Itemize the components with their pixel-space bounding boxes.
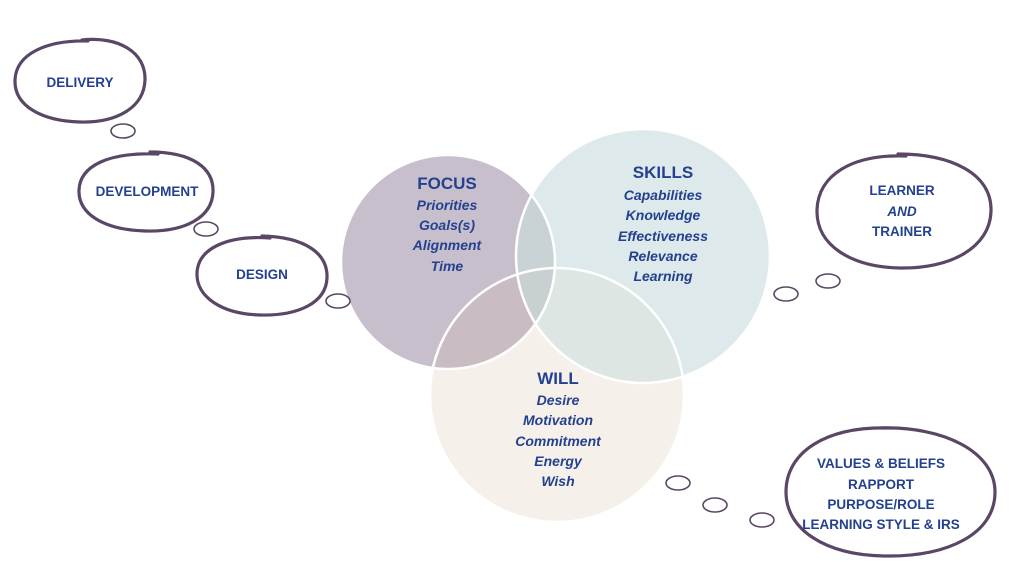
will-title: WILL: [537, 369, 579, 388]
learner-trainer-bubble: [815, 152, 993, 270]
learning-style-label: LEARNING STYLE & IRS: [802, 517, 960, 532]
values-trail-bubble-3: [749, 512, 775, 528]
development-trail-bubble: [193, 221, 219, 237]
skills-title: SKILLS: [633, 163, 693, 182]
values-bubble: [784, 426, 997, 558]
trainer-label: TRAINER: [872, 224, 932, 239]
design-trail-bubble: [325, 293, 351, 309]
focus-item-goals: Goals(s): [419, 217, 475, 233]
learner-trail-bubble-1: [773, 286, 799, 302]
and-label: AND: [886, 204, 916, 219]
delivery-trail-bubble: [110, 123, 136, 139]
purpose-role-label: PURPOSE/ROLE: [827, 497, 934, 512]
focus-will-overlap: [430, 268, 555, 369]
will-item-commitment: Commitment: [515, 433, 602, 449]
development-label: DEVELOPMENT: [96, 184, 200, 199]
skills-will-overlap: [516, 268, 684, 383]
will-item-motivation: Motivation: [523, 412, 593, 428]
focus-title: FOCUS: [417, 174, 477, 193]
skills-item-knowledge: Knowledge: [626, 207, 701, 223]
delivery-bubble: [13, 37, 147, 124]
will-circle-border: [428, 266, 686, 524]
skills-item-learning: Learning: [633, 268, 693, 284]
development-bubble: [77, 150, 215, 233]
delivery-label: DELIVERY: [46, 75, 113, 90]
design-label: DESIGN: [236, 267, 288, 282]
design-bubble: [195, 234, 329, 317]
focus-item-time: Time: [431, 258, 464, 274]
will-item-desire: Desire: [537, 392, 580, 408]
will-item-wish: Wish: [541, 473, 574, 489]
will-item-energy: Energy: [534, 453, 583, 469]
values-trail-bubble-1: [665, 475, 691, 491]
learner-label: LEARNER: [869, 183, 935, 198]
focus-item-alignment: Alignment: [412, 237, 483, 253]
values-trail-bubble-2: [702, 497, 728, 513]
focus-circle-border: [339, 153, 557, 371]
rapport-label: RAPPORT: [848, 477, 915, 492]
skills-item-capabilities: Capabilities: [624, 187, 703, 203]
values-beliefs-label: VALUES & BELIEFS: [817, 456, 945, 471]
skills-item-effectiveness: Effectiveness: [618, 228, 708, 244]
skills-circle-border: [514, 127, 772, 385]
skills-item-relevance: Relevance: [628, 248, 697, 264]
focus-item-priorities: Priorities: [417, 197, 478, 213]
learner-trail-bubble-2: [815, 273, 841, 289]
